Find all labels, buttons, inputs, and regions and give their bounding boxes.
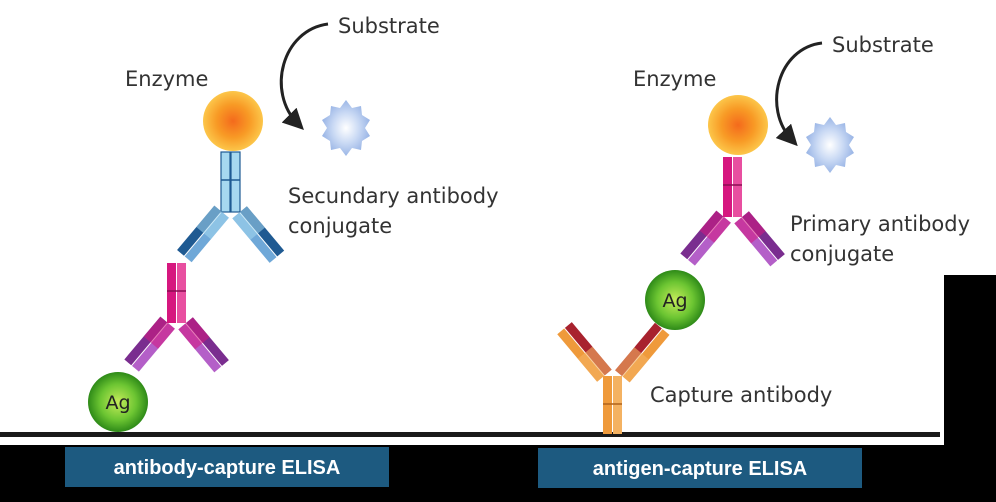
right-conjugate-label-line2: conjugate — [790, 242, 894, 266]
right-panel: Enzyme Substrate Primary antibody conjug… — [557, 33, 970, 434]
right-substrate-icon — [806, 117, 854, 173]
right-conjugate-label-line1: Primary antibody — [790, 212, 970, 236]
left-antigen-label: Ag — [105, 392, 130, 414]
left-panel-label: antibody-capture ELISA — [114, 457, 341, 479]
left-primary-antibody — [124, 263, 229, 373]
left-substrate-label: Substrate — [338, 14, 440, 38]
right-panel-label-box: antigen-capture ELISA — [538, 448, 862, 488]
left-conjugate-label-line1: Secundary antibody — [288, 184, 499, 208]
right-panel-label: antigen-capture ELISA — [593, 458, 807, 480]
left-substrate-icon — [322, 100, 370, 156]
plate-surface-line — [0, 432, 940, 437]
left-antigen-icon — [88, 372, 148, 432]
right-reaction-arrow — [775, 41, 823, 147]
right-substrate-label: Substrate — [832, 33, 934, 57]
right-enzyme-icon — [708, 95, 768, 155]
right-capture-label: Capture antibody — [650, 383, 832, 407]
left-enzyme-label: Enzyme — [125, 67, 208, 91]
left-reaction-arrow — [279, 22, 329, 130]
right-antigen-label: Ag — [662, 290, 687, 312]
left-conjugate-label-line2: conjugate — [288, 214, 392, 238]
left-enzyme-icon — [203, 91, 263, 151]
left-panel: Enzyme Substrate Secundary antibody conj… — [88, 14, 499, 432]
left-panel-label-box: antibody-capture ELISA — [65, 447, 389, 487]
right-enzyme-label: Enzyme — [633, 67, 716, 91]
right-antigen-icon — [645, 270, 705, 330]
right-primary-antibody — [680, 157, 785, 267]
left-secondary-antibody — [177, 151, 285, 263]
right-capture-antibody — [557, 322, 670, 434]
diagram-background-lower — [0, 275, 944, 445]
